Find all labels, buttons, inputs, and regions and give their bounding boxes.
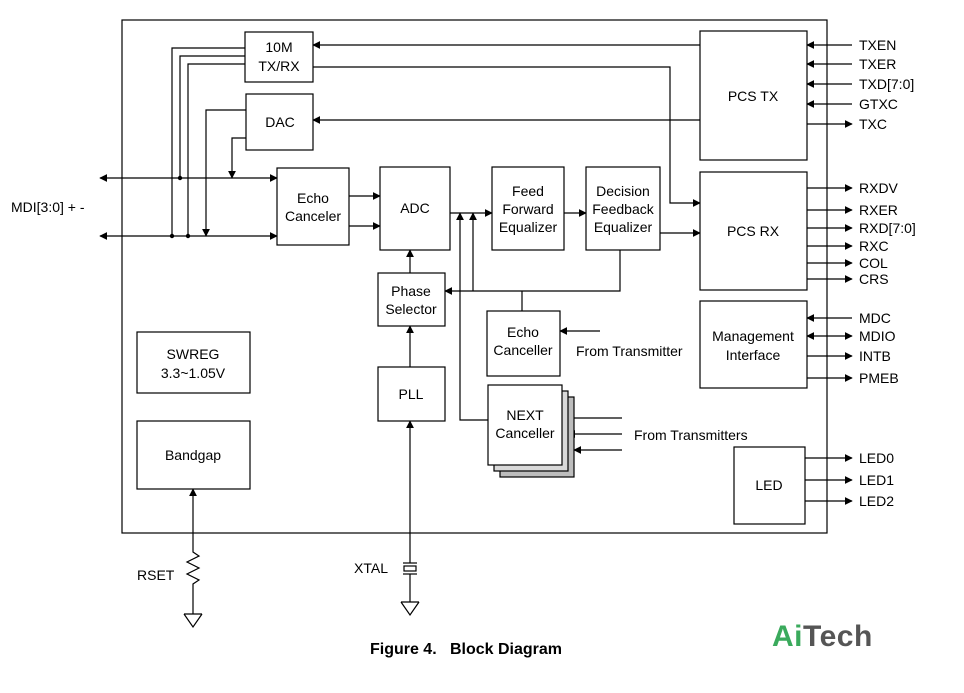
block-swreg: SWREG 3.3~1.05V [136, 331, 251, 394]
block-next-canceller: NEXT Canceller [487, 384, 575, 478]
dac-to-mdi-top [228, 137, 246, 179]
svg-text:3.3~1.05V: 3.3~1.05V [161, 365, 226, 381]
sig-crs: CRS [859, 271, 889, 287]
sig-rxdv: RXDV [859, 180, 899, 196]
block-led: LED [733, 446, 806, 525]
block-adc: ADC [379, 166, 451, 251]
tx10m-line-2 [179, 55, 245, 178]
svg-text:Echo: Echo [507, 324, 539, 340]
resistor-icon [185, 548, 201, 614]
sig-col: COL [859, 255, 888, 271]
block-management-interface: Management Interface [699, 300, 808, 389]
block-pcs-tx: PCS TX [699, 30, 808, 161]
svg-text:Canceller: Canceller [493, 342, 552, 358]
svg-text:Decision: Decision [596, 183, 650, 199]
svg-text:AiTech: AiTech [772, 620, 873, 653]
figure-caption: Figure 4. Block Diagram [370, 641, 562, 658]
svg-text:Canceler: Canceler [285, 208, 341, 224]
svg-text:Bandgap: Bandgap [165, 447, 221, 463]
from-transmitters-label: From Transmitters [634, 427, 748, 443]
svg-text:DAC: DAC [265, 114, 295, 130]
block-pll: PLL [377, 366, 446, 422]
pcs-rx-signals: RXDV RXER RXD[7:0] RXC COL CRS [859, 180, 916, 287]
ground-icon [183, 613, 203, 629]
crystal-icon [403, 562, 417, 602]
svg-text:Phase: Phase [391, 283, 431, 299]
svg-text:Equalizer: Equalizer [499, 219, 558, 235]
svg-text:PCS TX: PCS TX [728, 88, 779, 104]
sig-pmeb: PMEB [859, 370, 899, 386]
sig-rxer: RXER [859, 202, 898, 218]
dac-to-mdi-bottom [202, 109, 246, 237]
block-phase-selector: Phase Selector [377, 272, 446, 327]
rset-label: RSET [137, 567, 175, 583]
block-bandgap: Bandgap [136, 420, 251, 490]
svg-text:Feed: Feed [512, 183, 544, 199]
svg-text:Management: Management [712, 328, 794, 344]
from-transmitter-label: From Transmitter [576, 343, 683, 359]
sig-intb: INTB [859, 348, 891, 364]
svg-text:PCS RX: PCS RX [727, 223, 780, 239]
svg-text:Canceller: Canceller [495, 425, 554, 441]
svg-text:PLL: PLL [399, 386, 424, 402]
sig-txd: TXD[7:0] [859, 76, 914, 92]
block-ffe: Feed Forward Equalizer [491, 166, 565, 251]
sig-mdio: MDIO [859, 328, 896, 344]
sig-txc: TXC [859, 116, 887, 132]
svg-text:Feedback: Feedback [592, 201, 654, 217]
mgmt-signals: MDC MDIO INTB PMEB [859, 310, 899, 386]
sig-txen: TXEN [859, 37, 896, 53]
svg-text:Interface: Interface [726, 347, 781, 363]
mdi-label: MDI[3:0] + - [11, 199, 85, 215]
svg-text:LED: LED [755, 477, 782, 493]
10m-to-pcsrx [313, 66, 701, 207]
sig-mdc: MDC [859, 310, 891, 326]
svg-text:Echo: Echo [297, 190, 329, 206]
sig-rxd: RXD[7:0] [859, 220, 916, 236]
connections [99, 41, 853, 563]
ground-icon [400, 601, 420, 617]
sig-txer: TXER [859, 56, 896, 72]
sig-led1: LED1 [859, 472, 894, 488]
svg-text:10M: 10M [265, 39, 292, 55]
svg-text:ADC: ADC [400, 200, 430, 216]
next-to-sum [456, 212, 488, 421]
tx10m-line-1 [171, 47, 245, 236]
svg-text:TX/RX: TX/RX [258, 58, 300, 74]
svg-text:Equalizer: Equalizer [594, 219, 653, 235]
sig-rxc: RXC [859, 238, 889, 254]
svg-text:Forward: Forward [502, 201, 553, 217]
block-dfe: Decision Feedback Equalizer [585, 166, 661, 251]
block-10m-txrx: 10M TX/RX [244, 31, 314, 83]
pcs-tx-signals: TXEN TXER TXD[7:0] GTXC TXC [859, 37, 914, 132]
svg-text:NEXT: NEXT [506, 407, 544, 423]
xtal-label: XTAL [354, 560, 388, 576]
aitech-logo: AiTech [772, 620, 873, 653]
dfe-to-phase [444, 250, 621, 295]
sig-led2: LED2 [859, 493, 894, 509]
junctions [169, 175, 191, 239]
block-echo-canceller-2: Echo Canceller [486, 310, 561, 377]
tx10m-line-3 [187, 63, 245, 236]
block-dac: DAC [245, 93, 314, 151]
sig-led0: LED0 [859, 450, 894, 466]
block-echo-canceler: Echo Canceler [276, 167, 350, 246]
sig-gtxc: GTXC [859, 96, 898, 112]
svg-text:SWREG: SWREG [167, 346, 220, 362]
led-signals: LED0 LED1 LED2 [859, 450, 894, 509]
block-pcs-rx: PCS RX [699, 171, 808, 291]
svg-text:Selector: Selector [385, 301, 437, 317]
